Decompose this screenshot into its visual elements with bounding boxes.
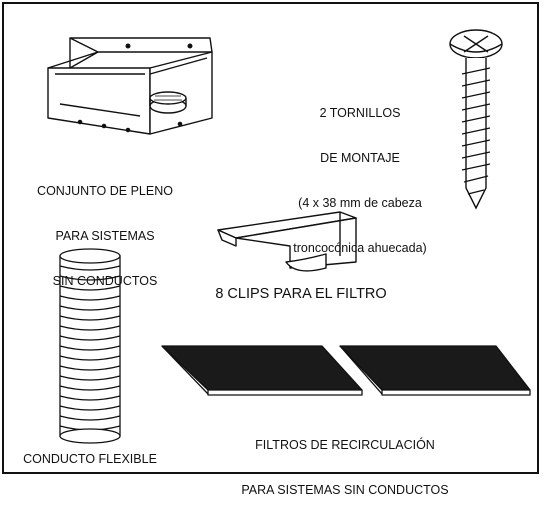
plenum-assembly-drawing	[47, 37, 213, 135]
filters-label-line-1: FILTROS DE RECIRCULACIÓN	[255, 438, 435, 452]
filters-label-line-2: PARA SISTEMAS SIN CONDUCTOS	[241, 483, 449, 497]
flexible-duct-label: CONDUCTO FLEXIBLE	[23, 452, 157, 466]
plenum-label-line-2: PARA SISTEMAS	[55, 229, 155, 243]
filter-clip-drawing	[217, 211, 357, 272]
plenum-assembly-label: CONJUNTO DE PLENO PARA SISTEMAS SIN COND…	[30, 154, 180, 304]
recirculation-filters-drawing	[161, 345, 531, 396]
recirculation-filters-label: FILTROS DE RECIRCULACIÓN PARA SISTEMAS S…	[220, 408, 470, 513]
screws-label-line-1: 2 TORNILLOS	[319, 106, 401, 120]
screws-label-line-2: DE MONTAJE	[320, 151, 400, 165]
diagram-frame	[2, 2, 539, 474]
screws-label-line-4: troncocónica ahuecada)	[293, 241, 427, 255]
mounting-screws-label: 2 TORNILLOS DE MONTAJE (4 x 38 mm de cab…	[280, 76, 440, 271]
plenum-label-line-1: CONJUNTO DE PLENO	[37, 184, 173, 198]
filter-clips-label: 8 CLIPS PARA EL FILTRO	[215, 286, 387, 302]
parts-illustration	[47, 29, 531, 444]
screws-label-line-3: (4 x 38 mm de cabeza	[298, 196, 422, 210]
flexible-duct-drawing	[59, 248, 121, 444]
plenum-label-line-3: SIN CONDUCTOS	[52, 274, 158, 288]
mounting-screw-drawing	[449, 29, 503, 210]
